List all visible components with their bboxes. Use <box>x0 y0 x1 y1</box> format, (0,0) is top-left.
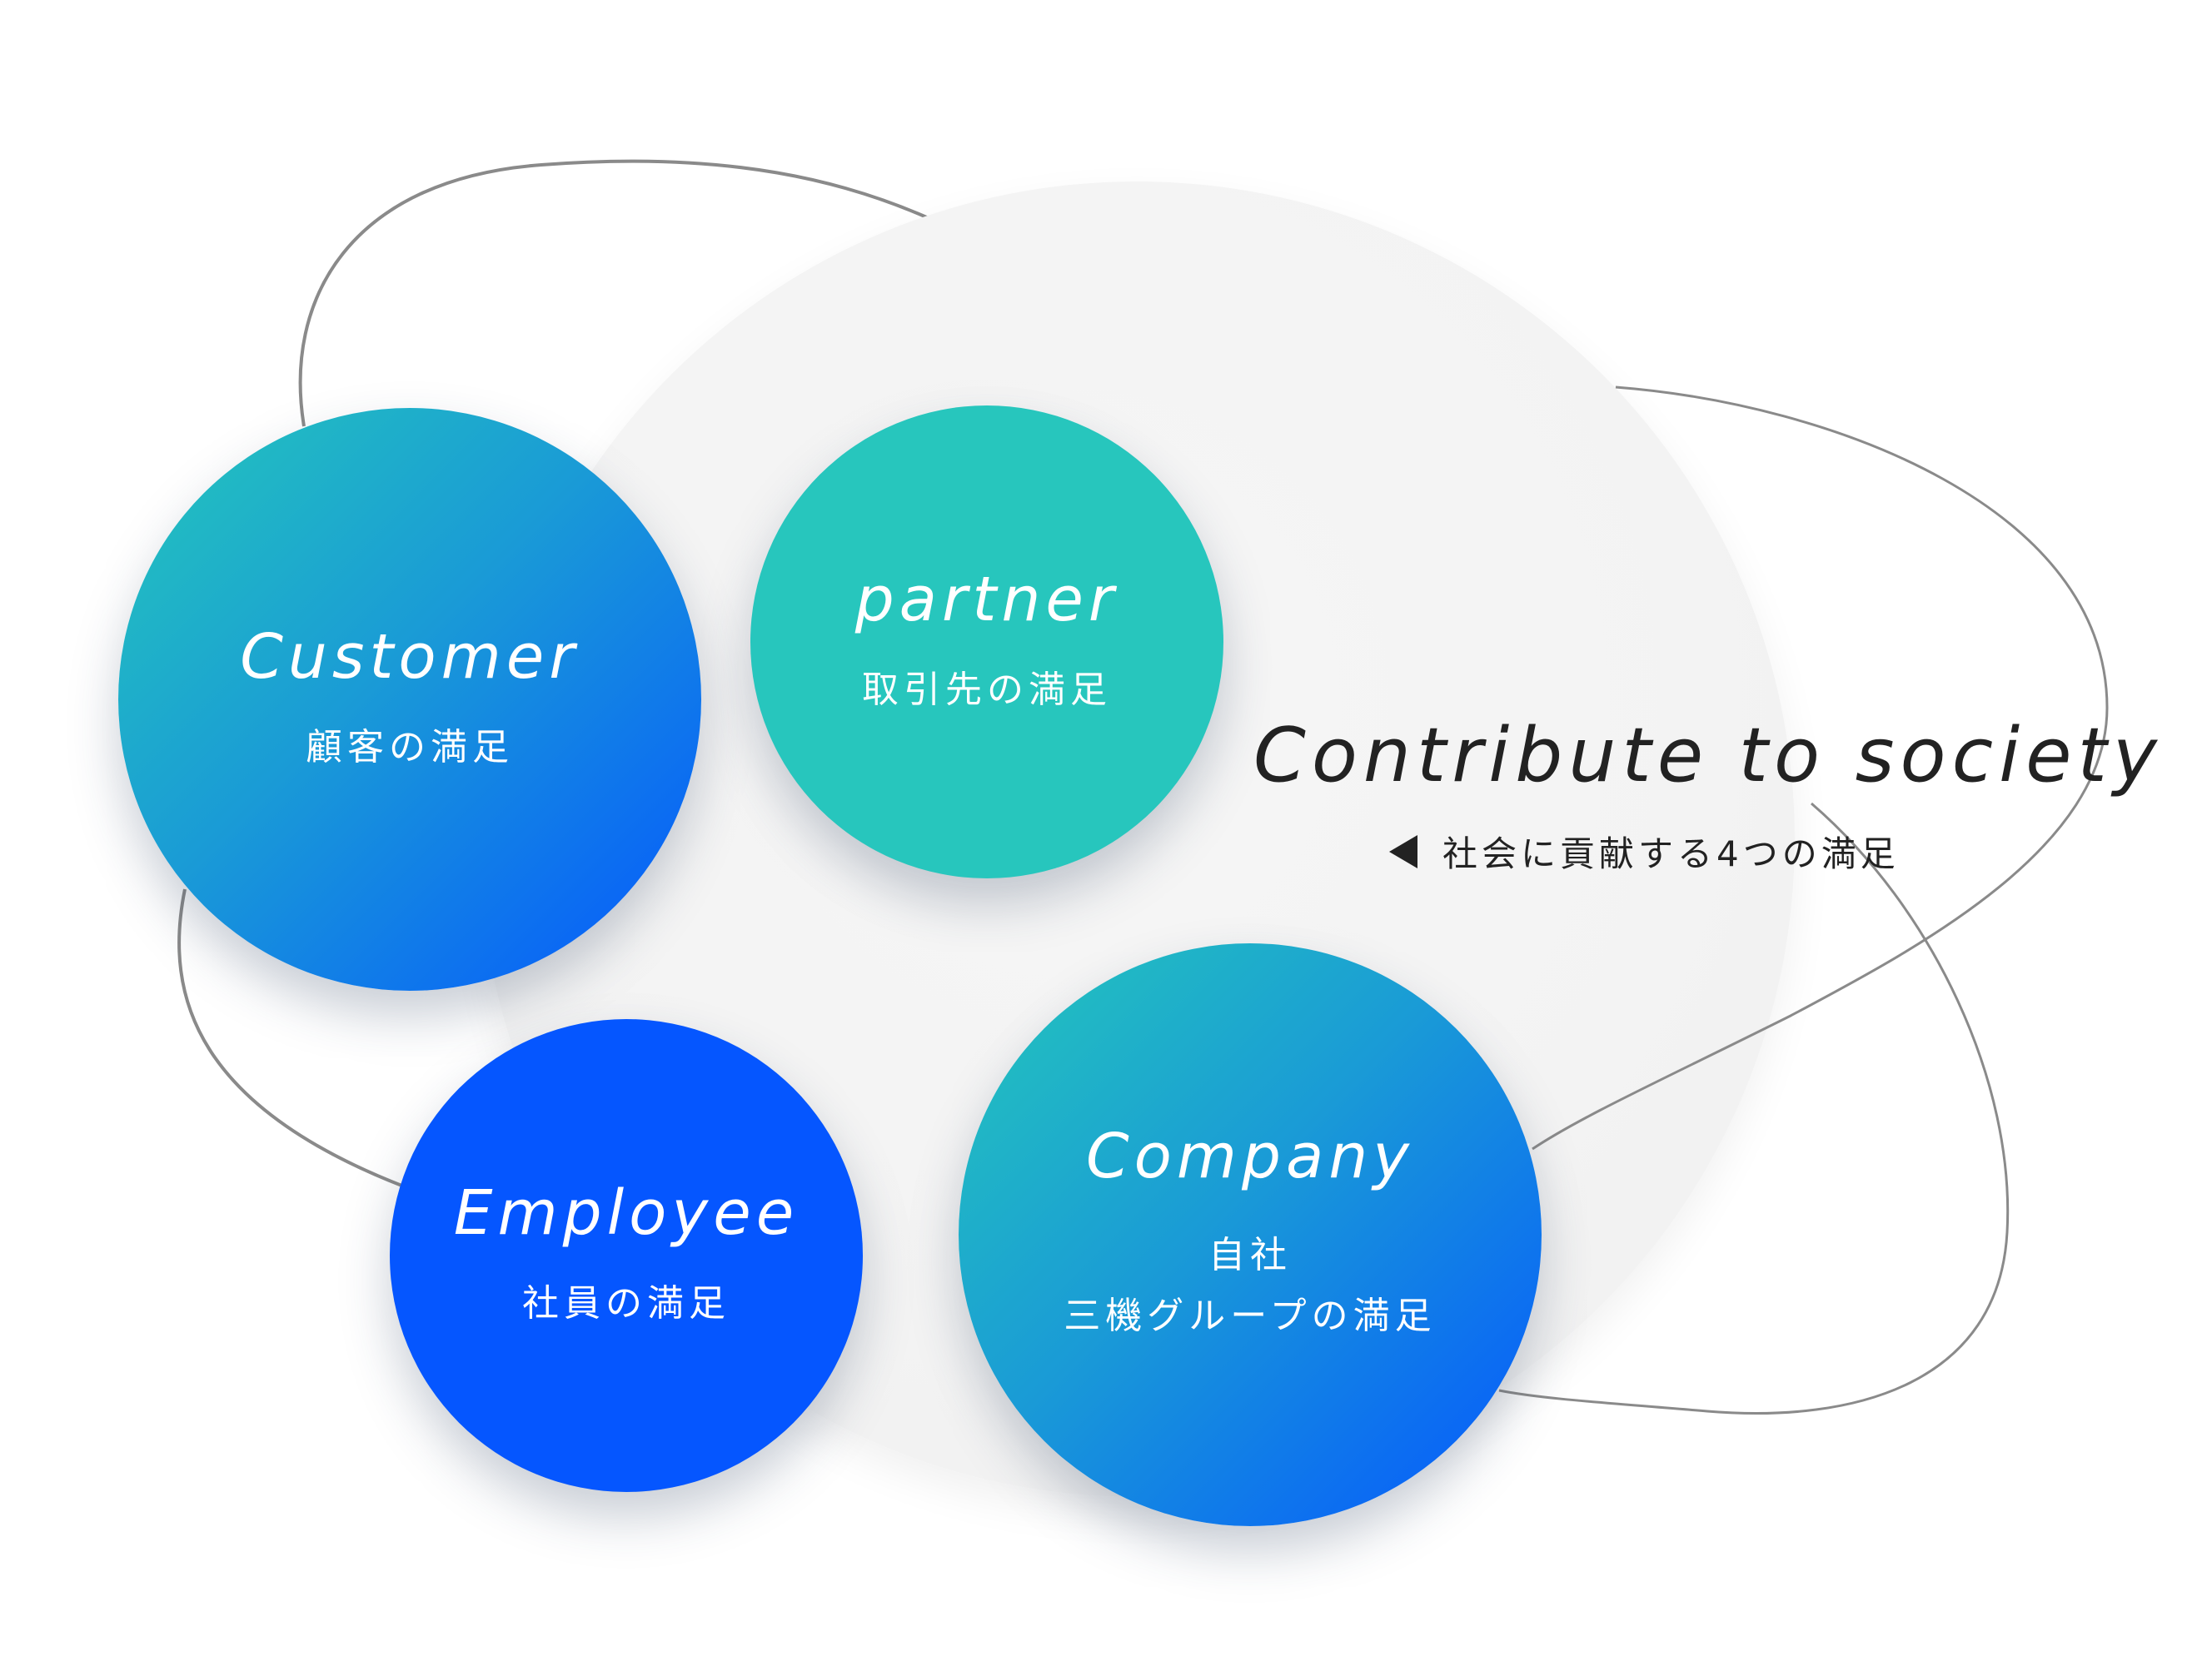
left-triangle-arrow-icon <box>1389 834 1417 868</box>
society-subtitle-row: 社会に貢献する4つの満足 <box>1389 826 1900 877</box>
employee-node: Employee 社員の満足 <box>390 1019 863 1492</box>
company-label-jp-line1: 自社 <box>1208 1234 1292 1277</box>
employee-label-en: Employee <box>453 1177 800 1250</box>
customer-node: Customer 顧客の満足 <box>118 408 701 991</box>
company-node: Company 自社 三機グループの満足 <box>959 943 1542 1526</box>
company-label-jp-line2: 三機グループの満足 <box>1064 1294 1437 1337</box>
customer-label-en: Customer <box>240 621 580 694</box>
employee-label-jp: 社員の満足 <box>522 1281 730 1325</box>
customer-label-jp: 顧客の満足 <box>306 725 514 768</box>
orbit-top-left <box>298 159 929 427</box>
society-title: Contribute to society <box>1253 712 2163 799</box>
partner-node: partner 取引先の満足 <box>750 405 1223 878</box>
company-label-jp: 自社 三機グループの満足 <box>1064 1226 1436 1346</box>
orbit-right-lower <box>1498 802 2010 1415</box>
partner-label-en: partner <box>854 564 1119 636</box>
orbit-left <box>177 888 405 1188</box>
society-subtitle: 社会に貢献する4つの満足 <box>1442 833 1900 874</box>
partner-label-jp: 取引先の満足 <box>862 668 1112 711</box>
orbit-right-upper <box>1532 385 2109 1151</box>
company-label-en: Company <box>1085 1120 1415 1192</box>
